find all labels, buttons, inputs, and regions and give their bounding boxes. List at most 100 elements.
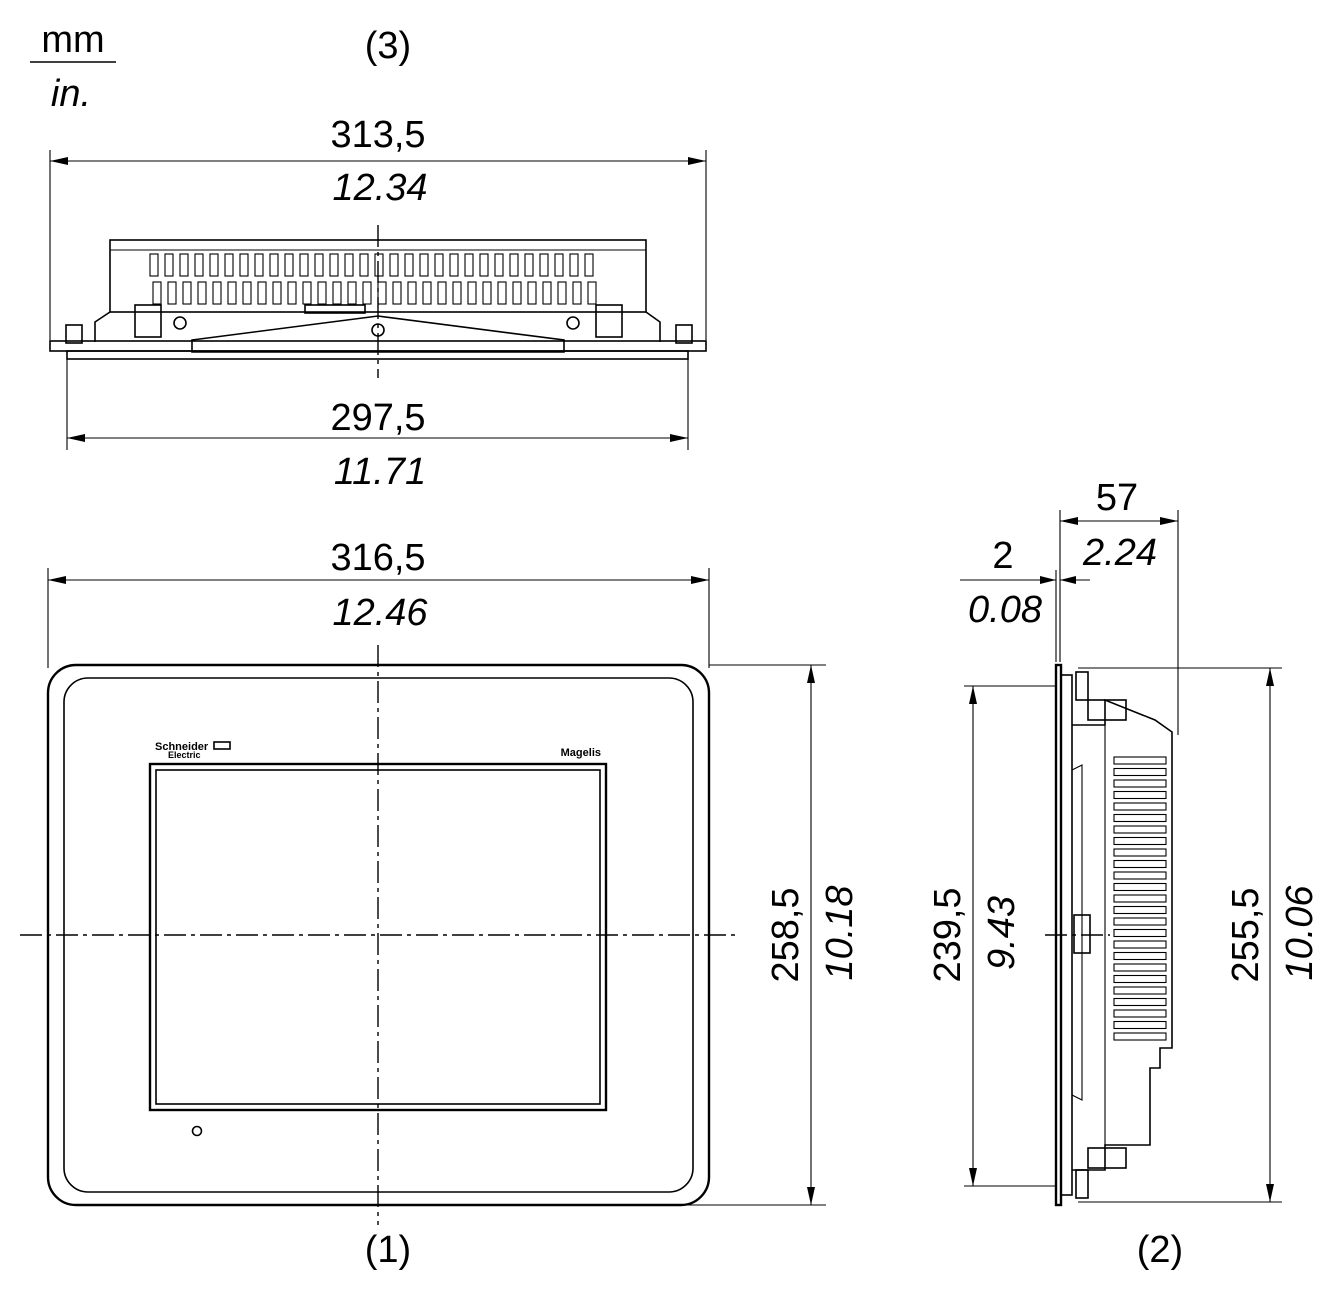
- vent-slot: [149, 253, 159, 277]
- arrow-head: [807, 1187, 815, 1205]
- vent-slot: [1113, 802, 1167, 811]
- vent-slot: [464, 253, 474, 277]
- vent-slot: [1113, 928, 1167, 938]
- vent-slot: [287, 281, 297, 305]
- dim-top-overall-mm: 313,5: [330, 114, 425, 156]
- vent-slot: [257, 281, 267, 305]
- arrow-head: [1266, 1184, 1274, 1202]
- rear-plate: [191, 315, 565, 353]
- vent-slot: [422, 281, 432, 305]
- vent-slot: [482, 281, 492, 305]
- top-view: 313,5 12.34 297,5 11.71: [49, 114, 707, 493]
- vent-slot: [209, 253, 219, 277]
- arrow-head: [1060, 576, 1076, 584]
- side-view: 57 2.24 2 0.08 239,5 9.43: [927, 477, 1321, 1207]
- vent-slot: [1113, 882, 1167, 892]
- vent-slot: [434, 253, 444, 277]
- dim-side-depth-in: 2.24: [1082, 532, 1157, 574]
- dim-side-inner-height-in: 9.43: [981, 896, 1023, 970]
- mounting-clamp: [134, 304, 162, 338]
- mounting-clamp: [675, 324, 693, 344]
- screw: [173, 316, 187, 330]
- vent-slot: [404, 253, 414, 277]
- vent-slot: [557, 281, 567, 305]
- vent-slot: [272, 281, 282, 305]
- arrow-head: [1160, 517, 1178, 525]
- vent-slot: [584, 253, 594, 277]
- screw: [566, 316, 580, 330]
- vent-slot: [347, 281, 357, 305]
- arrow-head: [67, 434, 85, 442]
- unit-in-label: in.: [51, 73, 91, 115]
- vent-slot: [509, 253, 519, 277]
- vent-slot: [197, 281, 207, 305]
- vent-slot: [1113, 871, 1167, 880]
- side-screw: [1073, 914, 1091, 954]
- vent-slot: [527, 281, 537, 305]
- plate-edge: [645, 311, 661, 342]
- vent-slot: [542, 281, 552, 305]
- rear-plate-profile: [1071, 764, 1083, 1101]
- vent-slot: [569, 253, 579, 277]
- vent-slot: [1113, 917, 1167, 926]
- dim-front-width-in: 12.46: [332, 592, 428, 634]
- arrow-head: [50, 157, 68, 165]
- vent-slot: [374, 253, 384, 277]
- vent-slot: [1113, 836, 1167, 846]
- vent-slot: [317, 281, 327, 305]
- arrow-head: [688, 157, 706, 165]
- vent-slot: [242, 281, 252, 305]
- vent-slot: [1113, 997, 1167, 1007]
- vent-slot: [1113, 905, 1167, 915]
- vent-slots: [149, 253, 597, 305]
- vent-slot: [284, 253, 294, 277]
- vent-slot: [479, 253, 489, 277]
- vent-slot: [539, 253, 549, 277]
- vent-slot: [299, 253, 309, 277]
- vent-slot: [1113, 951, 1167, 961]
- vent-slot: [1113, 779, 1167, 788]
- vent-slot: [1113, 813, 1167, 823]
- arrow-head: [48, 576, 66, 584]
- vent-slot: [332, 281, 342, 305]
- vent-slot: [1113, 767, 1167, 777]
- vent-slot: [587, 281, 597, 305]
- vent-slot: [362, 281, 372, 305]
- vent-slot: [227, 281, 237, 305]
- dim-front-height-mm: 258,5: [765, 887, 807, 982]
- vent-slot: [167, 281, 177, 305]
- vent-slot: [452, 281, 462, 305]
- dim-top-overall-in: 12.34: [332, 167, 427, 209]
- arrow-head: [1266, 668, 1274, 686]
- screw: [371, 323, 385, 337]
- vent-slot: [1113, 1009, 1167, 1018]
- vent-slot: [1113, 756, 1167, 765]
- vent-slot: [269, 253, 279, 277]
- vent-slot: [1113, 940, 1167, 949]
- vent-slot: [1113, 1020, 1167, 1030]
- vent-slot: [389, 253, 399, 277]
- vent-slot: [1113, 1032, 1167, 1041]
- vent-slot: [179, 253, 189, 277]
- dim-side-depth-mm: 57: [1096, 477, 1138, 519]
- arrow-head: [807, 665, 815, 683]
- vent-slot: [407, 281, 417, 305]
- vent-slot: [344, 253, 354, 277]
- vent-slot: [1113, 790, 1167, 800]
- bezel-front: [66, 350, 689, 360]
- dim-top-bezel-in: 11.71: [334, 451, 426, 493]
- brand-logo-line1: Schneider: [155, 741, 209, 753]
- vent-slot: [377, 281, 387, 305]
- arrow-head: [969, 686, 977, 704]
- vent-slot: [1113, 859, 1167, 869]
- vent-slot: [524, 253, 534, 277]
- vent-slot: [392, 281, 402, 305]
- unit-mm-label: mm: [41, 19, 104, 61]
- arrow-head: [691, 576, 709, 584]
- vent-slot: [152, 281, 162, 305]
- housing-tab: [304, 304, 366, 314]
- vent-slot: [314, 253, 324, 277]
- vent-slot: [1113, 825, 1167, 834]
- dim-side-bezel-mm: 2: [992, 535, 1013, 577]
- vent-slot: [467, 281, 477, 305]
